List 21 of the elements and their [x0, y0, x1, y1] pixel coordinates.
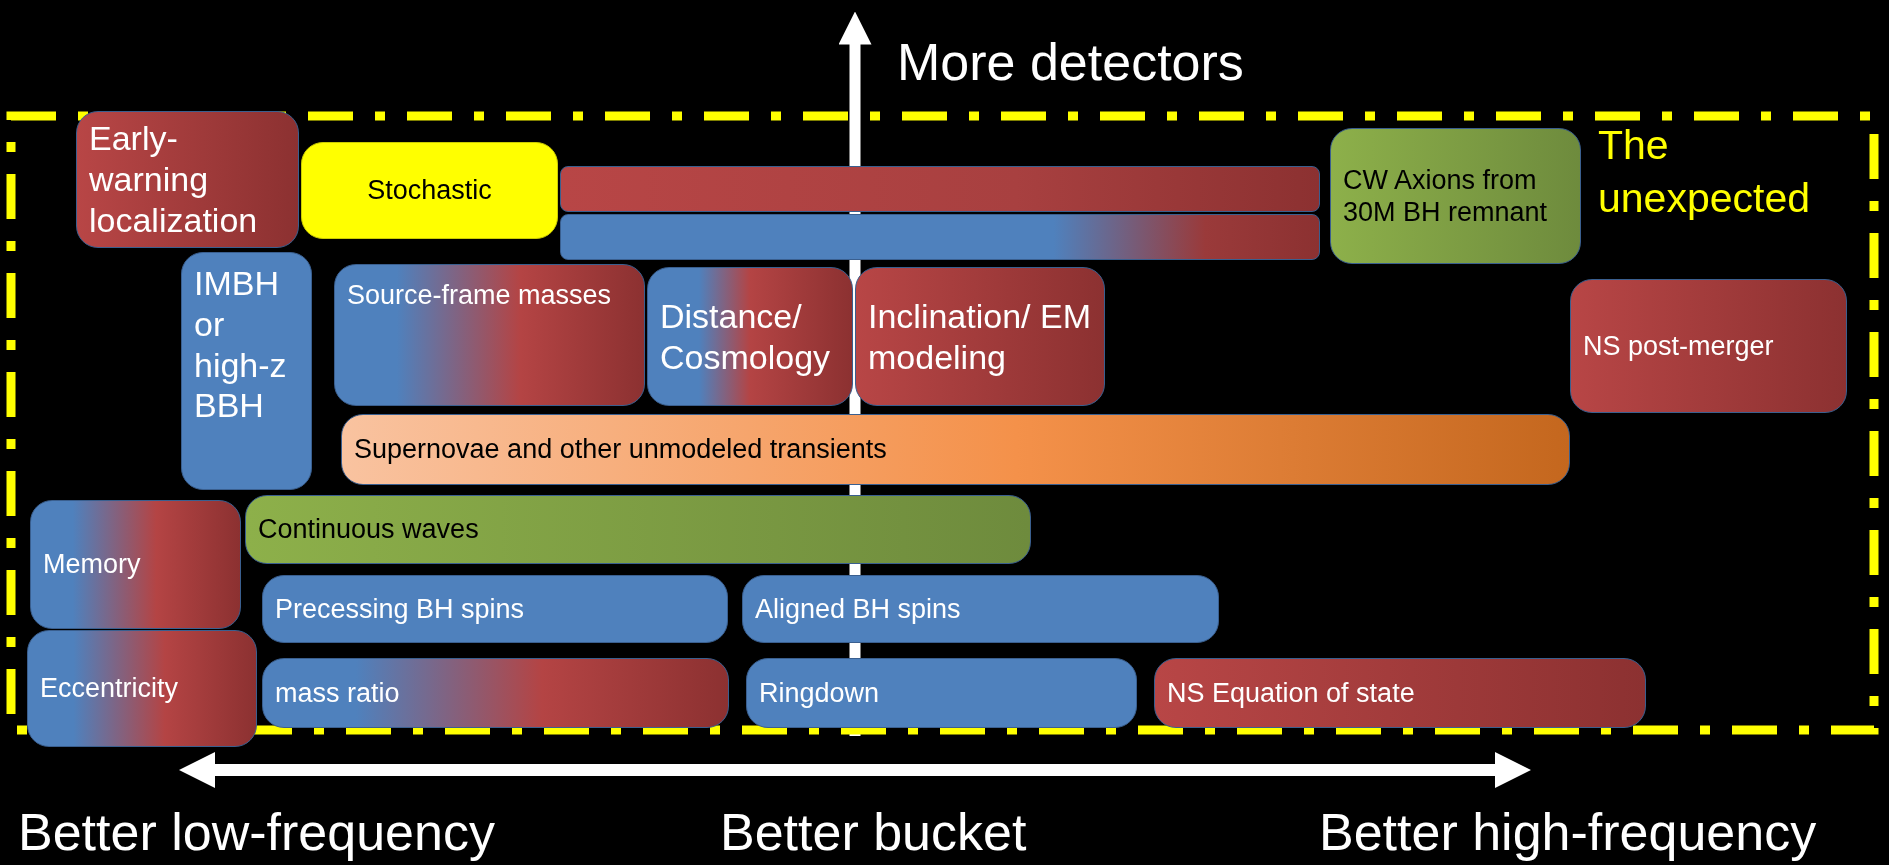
topic-box: Eccentricity [27, 630, 257, 747]
topic-box: Stochastic [301, 142, 558, 239]
frame-title: The unexpected [1598, 121, 1811, 224]
topic-box: mass ratio [262, 658, 729, 728]
topic-box: Aligned BH spins [742, 575, 1219, 643]
topic-box: Supernovae and other unmodeled transients [341, 414, 1570, 485]
topic-box: Continuous waves [245, 495, 1031, 564]
topic-bar [560, 214, 1320, 260]
topic-box: Ringdown [746, 658, 1137, 728]
topic-box: Precessing BH spins [262, 575, 728, 643]
topic-box: Memory [30, 500, 241, 629]
axis-label: Better bucket [720, 806, 1027, 858]
topic-box: Inclination/ EM modeling [855, 267, 1105, 406]
topic-box: NS post-merger [1570, 279, 1847, 413]
axis-label: More detectors [897, 36, 1244, 88]
topic-box: Source-frame masses [334, 264, 645, 406]
topic-box: Early-warning localization [76, 111, 299, 248]
topic-bar [560, 166, 1320, 212]
topic-box: CW Axions from 30M BH remnant [1330, 128, 1581, 264]
topic-box: IMBH or high-z BBH [181, 252, 312, 490]
topic-box: NS Equation of state [1154, 658, 1646, 728]
